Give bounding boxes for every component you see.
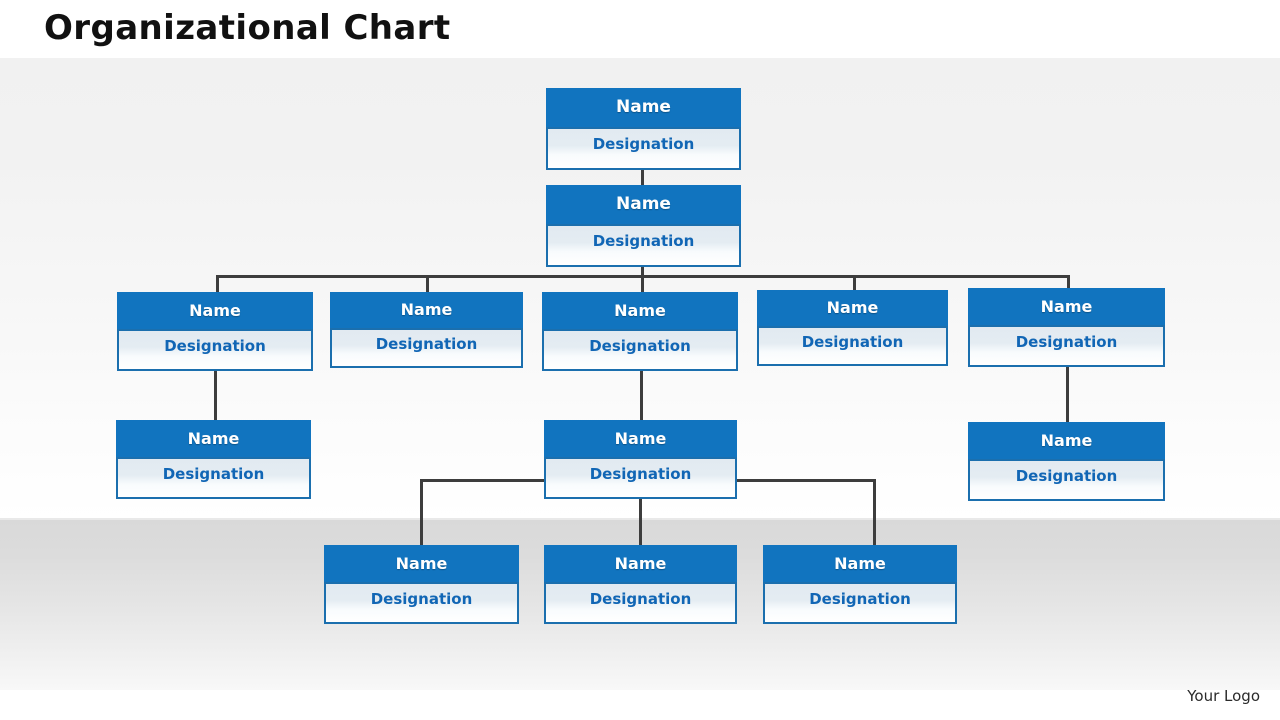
- org-node-name: Name: [330, 292, 523, 328]
- org-node-n4[interactable]: Name Designation: [330, 292, 523, 368]
- org-node-name: Name: [968, 422, 1165, 459]
- logo-placeholder: Your Logo: [1187, 687, 1260, 705]
- org-node-designation: Designation: [968, 325, 1165, 367]
- org-node-n8[interactable]: Name Designation: [116, 420, 311, 499]
- org-node-n7[interactable]: Name Designation: [968, 288, 1165, 367]
- org-node-n5[interactable]: Name Designation: [542, 292, 738, 371]
- org-node-designation: Designation: [542, 329, 738, 371]
- connector-bus-drop-n5: [641, 275, 644, 292]
- connector-bus-drop-n12: [639, 498, 642, 545]
- header-background: [0, 0, 1280, 58]
- org-node-name: Name: [546, 88, 741, 127]
- org-node-designation: Designation: [117, 329, 313, 371]
- connector-n3-n8: [214, 370, 217, 420]
- connector-bus-drop-n6: [853, 275, 856, 292]
- connector-bus-drop-n3: [216, 275, 219, 292]
- connector-bus-drop-n13: [873, 479, 876, 545]
- org-node-designation: Designation: [546, 127, 741, 170]
- org-node-n1[interactable]: Name Designation: [546, 88, 741, 170]
- org-node-name: Name: [763, 545, 957, 582]
- org-node-name: Name: [117, 292, 313, 329]
- org-node-name: Name: [546, 185, 741, 224]
- org-node-name: Name: [324, 545, 519, 582]
- connector-bus-drop-n7: [1067, 275, 1070, 292]
- org-node-name: Name: [544, 545, 737, 582]
- org-node-name: Name: [116, 420, 311, 457]
- connector-n1-n2: [641, 170, 644, 185]
- org-node-designation: Designation: [546, 224, 741, 267]
- org-node-designation: Designation: [544, 457, 737, 499]
- org-node-n6[interactable]: Name Designation: [757, 290, 948, 366]
- org-node-n10[interactable]: Name Designation: [968, 422, 1165, 501]
- org-node-n13[interactable]: Name Designation: [763, 545, 957, 624]
- org-node-n12[interactable]: Name Designation: [544, 545, 737, 624]
- footer-background: [0, 690, 1280, 720]
- connector-n2-to-bus: [641, 264, 644, 277]
- org-node-designation: Designation: [757, 326, 948, 366]
- org-node-name: Name: [542, 292, 738, 329]
- org-node-designation: Designation: [763, 582, 957, 624]
- org-node-n11[interactable]: Name Designation: [324, 545, 519, 624]
- connector-bus-drop-n4: [426, 275, 429, 292]
- org-node-n9[interactable]: Name Designation: [544, 420, 737, 499]
- page-title: Organizational Chart: [44, 8, 451, 48]
- org-node-designation: Designation: [324, 582, 519, 624]
- org-node-name: Name: [757, 290, 948, 326]
- org-node-name: Name: [968, 288, 1165, 325]
- org-node-designation: Designation: [330, 328, 523, 368]
- org-node-n3[interactable]: Name Designation: [117, 292, 313, 371]
- connector-bus-drop-n11: [420, 479, 423, 545]
- org-node-designation: Designation: [544, 582, 737, 624]
- org-node-name: Name: [544, 420, 737, 457]
- connector-n7-n10: [1066, 366, 1069, 422]
- org-node-n2[interactable]: Name Designation: [546, 185, 741, 267]
- org-node-designation: Designation: [968, 459, 1165, 501]
- org-node-designation: Designation: [116, 457, 311, 499]
- connector-n5-n9: [640, 370, 643, 420]
